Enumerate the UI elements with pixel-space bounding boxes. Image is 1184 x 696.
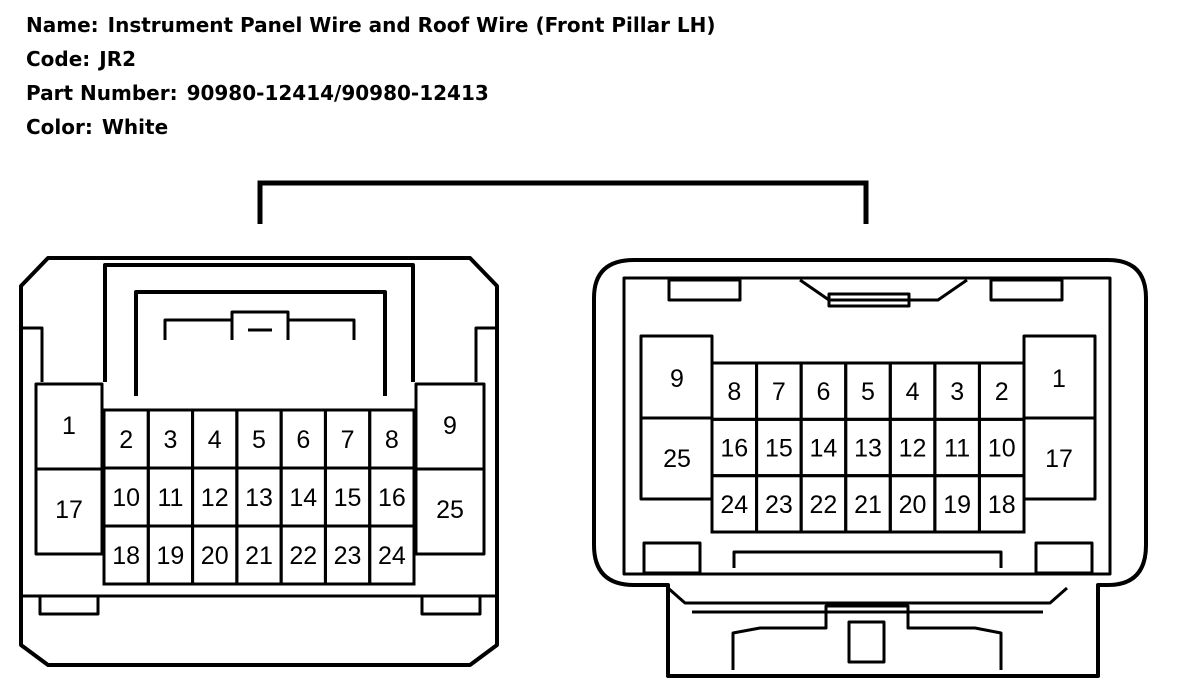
right-pin-3: 3 (950, 378, 964, 406)
left-pin-11: 11 (157, 484, 183, 512)
right-connector-foot-key (847, 620, 886, 664)
left-pin-20: 20 (201, 542, 229, 570)
left-pin-13: 13 (245, 484, 273, 512)
left-pin-19: 19 (157, 542, 185, 570)
right-connector-window-right (989, 278, 1064, 302)
right-pin-18: 18 (988, 491, 1016, 519)
right-pin-22: 22 (810, 491, 838, 519)
right-connector-housing (592, 258, 1148, 678)
left-connector-housing (19, 256, 499, 667)
name-row: Name: Instrument Panel Wire and Roof Wire… (26, 8, 716, 42)
left-pin-18: 18 (112, 542, 140, 570)
part-number-label: Part Number: (26, 81, 178, 105)
left-pin-22: 22 (289, 542, 317, 570)
color-label: Color: (26, 115, 93, 139)
right-pin-24: 24 (720, 491, 748, 519)
left-pin-15: 15 (334, 484, 362, 512)
right-pin-2: 2 (995, 378, 1009, 406)
left-connector (19, 256, 499, 667)
right-pin-23: 23 (765, 491, 793, 519)
right-connector-inner-frame (622, 276, 1112, 576)
right-pin-11: 11 (944, 435, 970, 463)
right-pin-25: 25 (663, 445, 691, 473)
left-pin-21: 21 (245, 542, 273, 570)
left-pin-24: 24 (378, 542, 406, 570)
name-value: Instrument Panel Wire and Roof Wire (Fro… (107, 13, 716, 37)
code-label: Code: (26, 47, 91, 71)
left-pin-14: 14 (289, 484, 317, 512)
right-connector-top-latch-slot (827, 292, 911, 308)
color-row: Color: White (26, 110, 716, 144)
name-label: Name: (26, 13, 99, 37)
right-connector-skirt (667, 586, 1068, 614)
right-pin-14: 14 (810, 435, 838, 463)
part-number-row: Part Number: 90980-12414/90980-12413 (26, 76, 716, 110)
left-pin-1: 1 (62, 412, 76, 440)
right-connector-tab-left (642, 541, 702, 575)
right-pin-21: 21 (854, 491, 882, 519)
right-pin-19: 19 (943, 491, 971, 519)
right-connector-foot (731, 604, 1003, 670)
right-connector-pin-grid: 8 7 6 5 4 3 2 16 15 14 13 12 11 10 24 23 22 21 20 19 18 9 25 1 1… (663, 361, 1073, 534)
left-pin-2: 2 (119, 426, 133, 454)
left-pin-12: 12 (201, 484, 229, 512)
right-pin-9: 9 (670, 365, 684, 393)
connector-info: Name: Instrument Panel Wire and Roof Wire… (26, 8, 716, 144)
right-pin-12: 12 (899, 435, 927, 463)
left-connector-latch-tab (230, 320, 290, 340)
left-pin-25: 25 (436, 496, 464, 524)
left-pin-10: 10 (112, 484, 140, 512)
right-pin-13: 13 (854, 435, 882, 463)
right-pin-17: 17 (1045, 445, 1073, 473)
right-pin-16: 16 (720, 435, 748, 463)
right-cavity-18 (977, 474, 1026, 534)
left-pin-4: 4 (208, 426, 222, 454)
left-pin-9: 9 (443, 412, 457, 440)
right-pin-1: 1 (1052, 365, 1066, 393)
left-pin-3: 3 (163, 426, 177, 454)
right-pin-6: 6 (816, 378, 830, 406)
right-pin-7: 7 (772, 378, 786, 406)
left-pin-6: 6 (296, 426, 310, 454)
right-pin-8: 8 (727, 378, 741, 406)
left-pin-23: 23 (334, 542, 362, 570)
right-connector-window-left (667, 278, 742, 302)
part-number-value: 90980-12414/90980-12413 (186, 81, 489, 105)
left-connector-bottom-rail (22, 594, 496, 616)
right-connector-bottom-slot (732, 550, 1003, 568)
left-connector-latch (163, 310, 356, 340)
color-value: White (101, 115, 169, 139)
left-cavity-24 (368, 524, 416, 586)
mating-bracket (257, 180, 869, 224)
left-connector-lock-inner (134, 290, 387, 396)
right-pin-20: 20 (899, 491, 927, 519)
left-pin-8: 8 (385, 426, 399, 454)
right-pin-10: 10 (988, 435, 1016, 463)
right-pin-15: 15 (765, 435, 793, 463)
left-pin-17: 17 (55, 496, 83, 524)
left-connector-shoulders (22, 326, 496, 382)
right-pin-5: 5 (861, 378, 875, 406)
left-pin-16: 16 (378, 484, 406, 512)
left-pin-7: 7 (341, 426, 355, 454)
code-value: JR2 (99, 47, 137, 71)
left-pin-5: 5 (252, 426, 266, 454)
right-connector-tab-right (1034, 541, 1094, 575)
code-row: Code: JR2 (26, 42, 716, 76)
left-connector-lock-outer (103, 263, 415, 382)
right-pin-4: 4 (906, 378, 920, 406)
right-connector-top-latch (799, 278, 968, 302)
